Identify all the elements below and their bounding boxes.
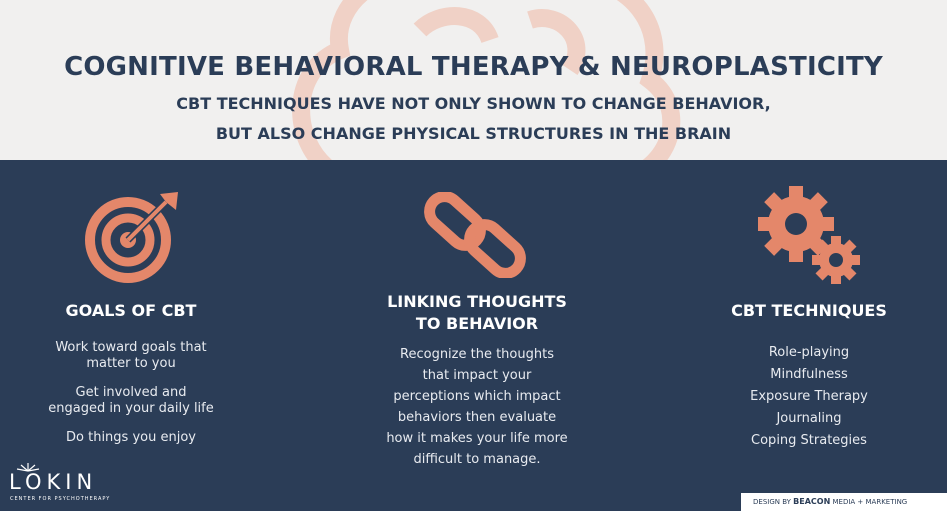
gears-icon: [758, 186, 860, 284]
list-item: Journaling: [776, 411, 842, 426]
column-techniques: CBT TECHNIQUES Role-playing Mindfulness …: [697, 300, 921, 452]
list-item: Coping Strategies: [751, 433, 867, 448]
page-title: COGNITIVE BEHAVIORAL THERAPY & NEUROPLAS…: [64, 52, 883, 82]
column-title-line2: TO BEHAVIOR: [415, 314, 539, 333]
logo-sunburst-icon: [16, 463, 40, 472]
column-linking: LINKING THOUGHTS TO BEHAVIOR Recognize t…: [355, 291, 599, 470]
list-item: Exposure Therapy: [750, 389, 868, 404]
list-item: Get involved and: [75, 385, 187, 400]
body-line: difficult to manage.: [413, 452, 541, 467]
brain-icon: [292, 0, 681, 160]
list-item: Mindfulness: [770, 367, 848, 382]
column-title: GOALS OF CBT: [65, 301, 197, 320]
body-line: Recognize the thoughts: [400, 347, 554, 362]
body-line: how it makes your life more: [386, 431, 568, 446]
chain-link-icon: [424, 192, 526, 278]
logo: LOKIN: [9, 470, 98, 494]
list-item: Role-playing: [768, 345, 850, 360]
page-subtitle-line1: CBT TECHNIQUES HAVE NOT ONLY SHOWN TO CH…: [176, 94, 771, 113]
logo-subtext: CENTER FOR PSYCHOTHERAPY: [10, 496, 111, 502]
column-goals: GOALS OF CBT Work toward goals that matt…: [20, 300, 242, 446]
page-subtitle-line2: BUT ALSO CHANGE PHYSICAL STRUCTURES IN T…: [215, 124, 732, 143]
body-line: perceptions which impact: [393, 389, 561, 404]
header: COGNITIVE BEHAVIORAL THERAPY & NEUROPLAS…: [0, 0, 947, 160]
target-icon: [85, 192, 178, 283]
list-item: Work toward goals that: [55, 340, 207, 355]
credit-brand: BEACON: [793, 497, 831, 506]
credit-prefix: DESIGN BY: [753, 498, 791, 506]
list-item: matter to you: [86, 356, 176, 371]
body-line: that impact your: [422, 368, 532, 383]
list-item: engaged in your daily life: [48, 401, 214, 416]
design-credit: DESIGN BY BEACON MEDIA + MARKETING: [741, 493, 947, 511]
list-item: Do things you enjoy: [66, 430, 196, 445]
credit-suffix: MEDIA + MARKETING: [832, 498, 908, 506]
column-title: CBT TECHNIQUES: [731, 301, 887, 320]
body-line: behaviors then evaluate: [397, 410, 557, 425]
column-title-line1: LINKING THOUGHTS: [387, 292, 567, 311]
